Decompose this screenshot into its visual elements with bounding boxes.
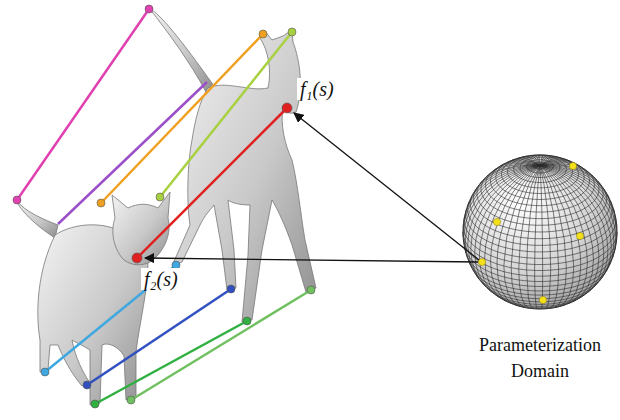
domain-label-box: Parameterization Domain xyxy=(460,328,620,388)
sphere-outline xyxy=(463,155,617,309)
sample-point xyxy=(569,162,576,169)
feature-point xyxy=(307,286,315,294)
parameterization-sphere xyxy=(463,155,617,309)
mapping-label: f₁(s) xyxy=(297,78,337,100)
horse-body xyxy=(172,30,316,322)
correspondence-line xyxy=(95,321,247,404)
cat-tail xyxy=(16,200,58,238)
correspondence-lines xyxy=(17,9,311,404)
mapping-arrow xyxy=(145,258,478,262)
correspondence-line xyxy=(58,82,207,224)
domain-caption: Parameterization Domain xyxy=(460,332,620,384)
correspondence-line xyxy=(17,9,149,200)
feature-point xyxy=(156,193,164,201)
feature-point xyxy=(288,28,296,36)
correspondence-line xyxy=(160,32,292,197)
feature-point xyxy=(83,381,91,389)
correspondence-line xyxy=(101,34,263,203)
feature-point xyxy=(13,196,21,204)
cat-figure xyxy=(16,192,170,405)
feature-point xyxy=(132,253,142,263)
feature-point xyxy=(97,199,105,207)
feature-point xyxy=(127,396,135,404)
feature-point xyxy=(145,5,153,13)
feature-point xyxy=(227,285,235,293)
sample-point xyxy=(493,218,500,225)
feature-point xyxy=(41,368,49,376)
sphere-surface xyxy=(463,155,617,309)
correspondence-line xyxy=(137,108,287,258)
feature-point xyxy=(243,317,251,325)
mapping-arrows xyxy=(145,113,479,262)
correspondence-line xyxy=(87,289,231,385)
correspondence-points xyxy=(13,5,315,408)
feature-point xyxy=(259,30,267,38)
sample-point xyxy=(576,232,583,239)
feature-point xyxy=(282,103,292,113)
sphere-grid xyxy=(463,155,617,309)
horse-tail xyxy=(149,8,214,92)
feature-point xyxy=(91,400,99,408)
mapping-label: f₂(s) xyxy=(141,268,181,290)
mapping-arrow xyxy=(294,113,479,260)
sample-point xyxy=(539,296,546,303)
correspondence-line xyxy=(131,290,311,400)
sample-point xyxy=(478,258,485,265)
